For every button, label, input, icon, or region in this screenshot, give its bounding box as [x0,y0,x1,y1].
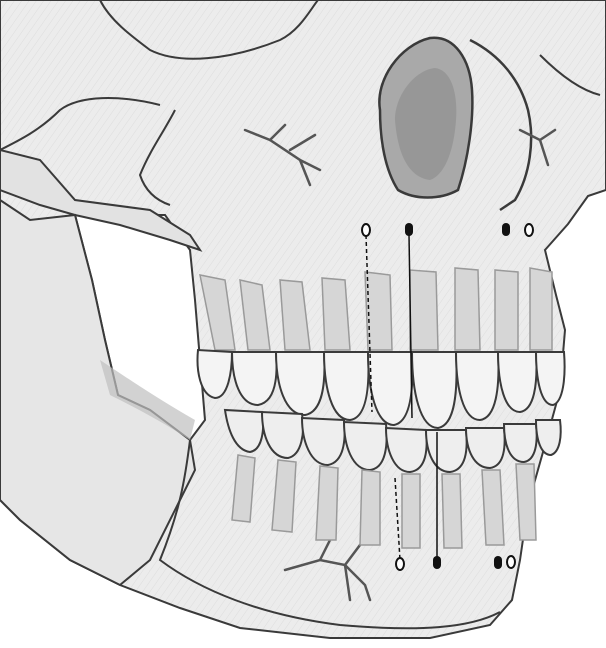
solid-marker [405,223,413,236]
hollow-marker [362,224,370,236]
solid-marker [433,556,441,569]
solid-marker [502,223,510,236]
hollow-marker [525,224,533,236]
solid-marker [494,556,502,569]
hollow-marker [507,556,515,568]
hollow-marker [396,558,404,570]
